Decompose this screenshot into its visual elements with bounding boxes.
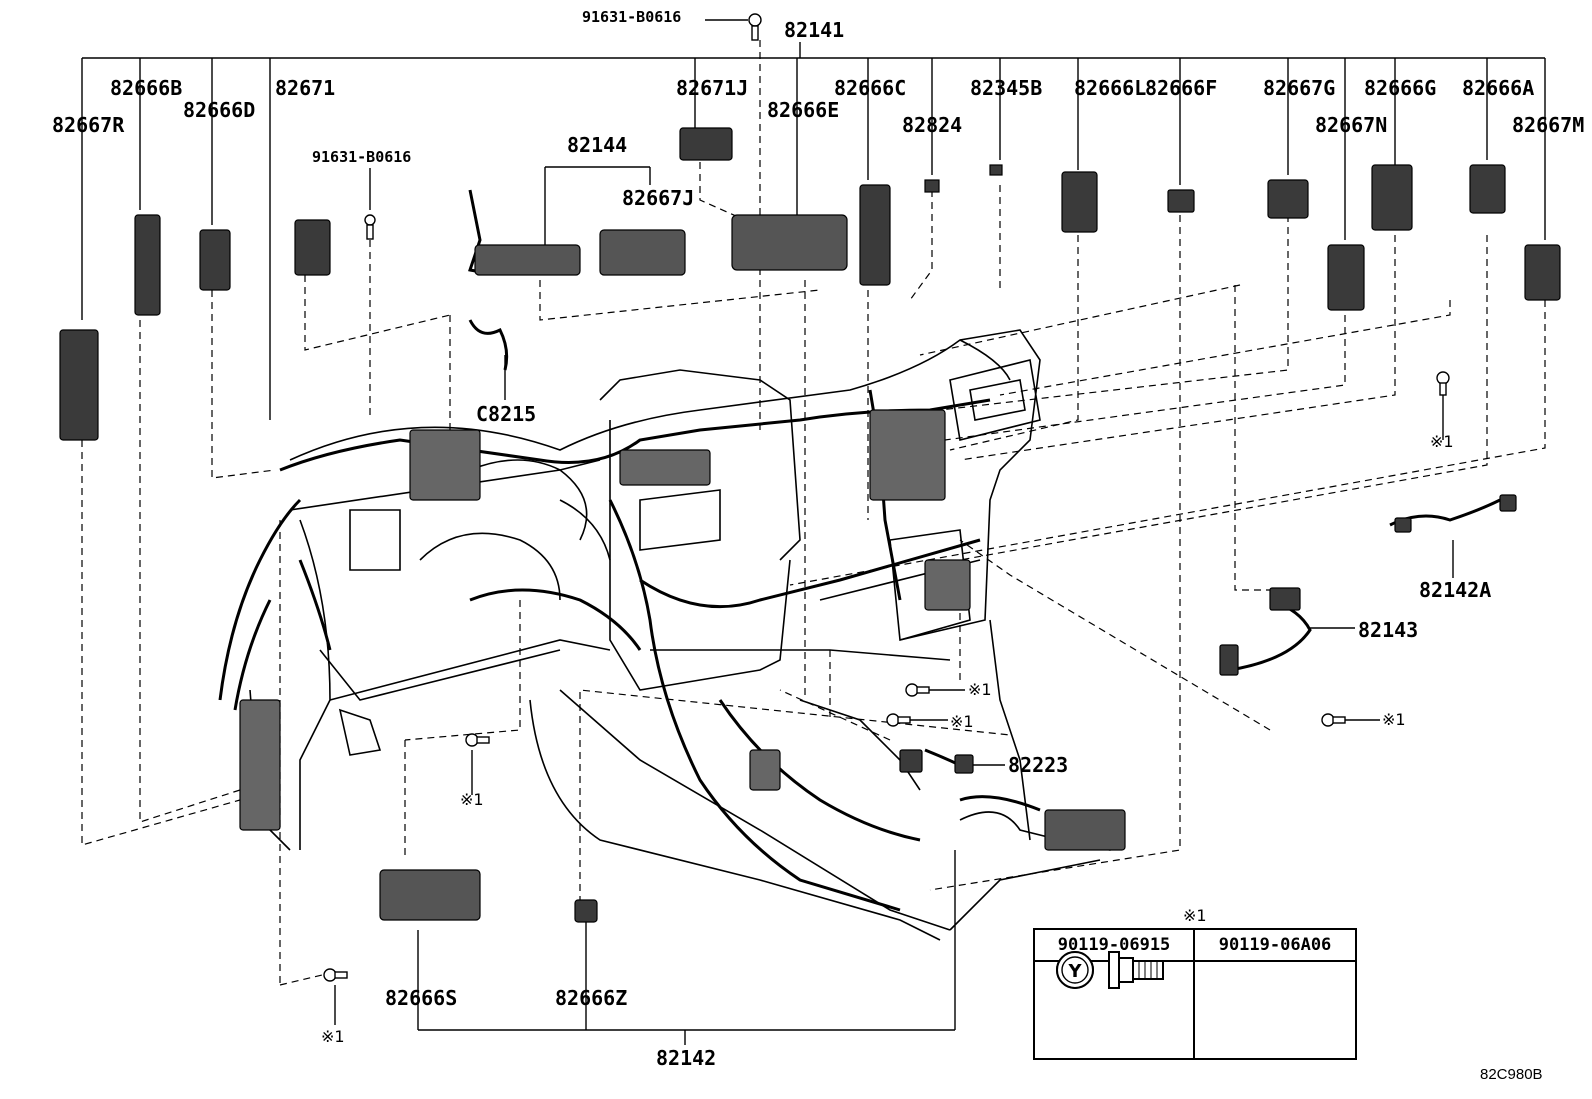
label-82666F: 82666F (1145, 76, 1218, 100)
legend-title: ※1 (1183, 906, 1207, 925)
part-82666C (859, 184, 891, 286)
part-82824 (924, 179, 940, 193)
label-82141: 82141 (784, 18, 845, 42)
label-82667J: 82667J (622, 186, 695, 210)
part-82666L (1061, 171, 1098, 233)
part-82667G (1267, 179, 1309, 219)
bolt-y-symbol: Y (1067, 961, 1082, 982)
part-82667J (599, 229, 686, 276)
label-82666S: 82666S (385, 986, 458, 1010)
label-82667M: 82667M (1512, 113, 1585, 137)
label-82671: 82671 (275, 76, 336, 100)
part-82223-connector (899, 749, 923, 773)
part-82666D (199, 229, 231, 291)
label-82667N: 82667N (1315, 113, 1388, 137)
label-82671J: 82671J (676, 76, 749, 100)
legend-table: 90119-06915 90119-06A06 E Y (1033, 928, 1357, 1060)
part-82345B (989, 164, 1003, 176)
label-82667R: 82667R (52, 113, 125, 137)
part-82666B (134, 214, 161, 316)
screw-top (748, 13, 762, 41)
label-82666D: 82666D (183, 98, 256, 122)
ref-mark-2: ※1 (968, 680, 992, 699)
label-82345B: 82345B (970, 76, 1043, 100)
label-82666A: 82666A (1462, 76, 1535, 100)
label-82666B: 82666B (110, 76, 183, 100)
screw-ref-e (323, 968, 348, 982)
label-82142: 82142 (656, 1046, 717, 1070)
label-82223: 82223 (1008, 753, 1069, 777)
label-82666E: 82666E (767, 98, 840, 122)
screw-mid (364, 214, 376, 240)
legend-bolt-y-cell: Y (1056, 951, 1355, 1058)
part-82666Z (574, 899, 598, 923)
part-82666G (1371, 164, 1413, 231)
part-82666S (379, 869, 481, 921)
label-82142A: 82142A (1419, 578, 1492, 602)
screw-ref-d (465, 733, 490, 747)
label-82666Z: 82666Z (555, 986, 628, 1010)
screw-ref-c (1321, 713, 1346, 727)
ref-mark-5: ※1 (460, 790, 484, 809)
screw-ref-a (905, 683, 930, 697)
part-82671 (294, 219, 331, 276)
label-91631-mid: 91631-B0616 (312, 148, 412, 166)
part-82144 (474, 244, 581, 276)
part-82667M (1524, 244, 1561, 301)
ref-mark-1: ※1 (1430, 432, 1454, 451)
label-91631-top: 91631-B0616 (582, 8, 682, 26)
ref-mark-3: ※1 (950, 712, 974, 731)
legend-part-2: 90119-06A06 (1195, 930, 1355, 962)
part-82667N (1327, 244, 1365, 311)
ref-mark-4: ※1 (1382, 710, 1406, 729)
flange-bolt-y-icon: Y (1056, 951, 1164, 989)
part-82666F (1167, 189, 1195, 213)
diagram-code: 82C980B (1480, 1066, 1543, 1083)
label-82143: 82143 (1358, 618, 1419, 642)
part-82143-connector (1219, 644, 1239, 676)
label-82666C: 82666C (834, 76, 907, 100)
label-82824: 82824 (902, 113, 963, 137)
label-82667G: 82667G (1263, 76, 1336, 100)
screw-ref-b (886, 713, 911, 727)
part-82142A-connector (1394, 517, 1412, 533)
part-82666E (731, 214, 848, 271)
part-82667R (59, 329, 99, 441)
label-82666L: 82666L (1074, 76, 1147, 100)
ref-mark-6: ※1 (321, 1027, 345, 1046)
label-C8215: C8215 (476, 402, 537, 426)
screw-ref-f (1436, 371, 1450, 396)
part-82671J (679, 127, 733, 161)
label-82666G: 82666G (1364, 76, 1437, 100)
label-82144: 82144 (567, 133, 628, 157)
part-82666A (1469, 164, 1506, 214)
